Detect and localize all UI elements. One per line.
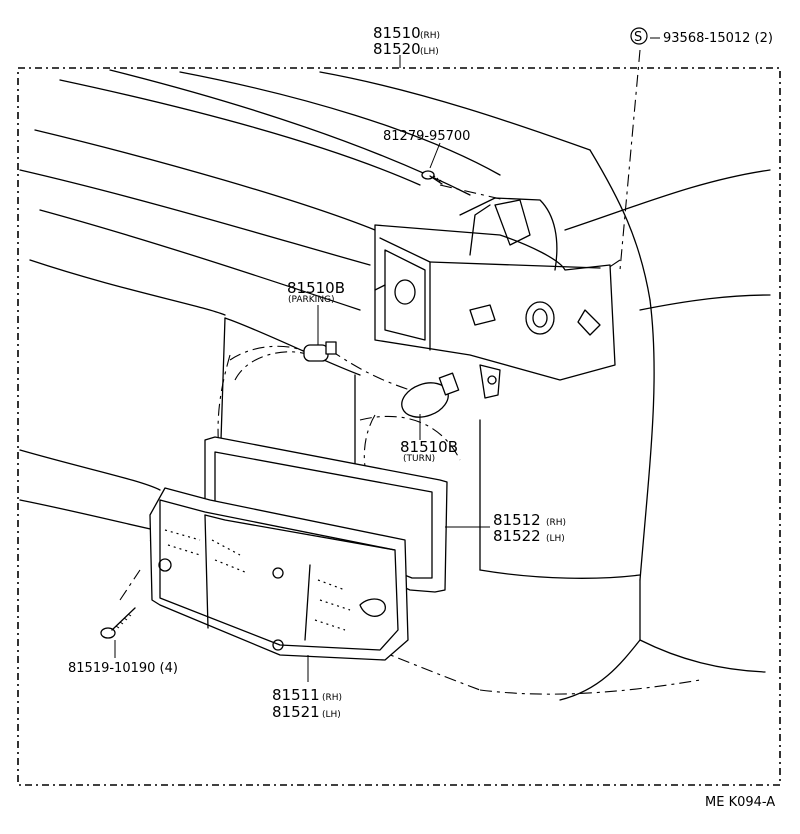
- lens-side-lh: (LH): [322, 710, 341, 720]
- standard-part-circle-icon: [630, 27, 648, 45]
- lens-number-rh: 81511: [272, 686, 320, 704]
- assembly-number-lh: 81520: [373, 40, 421, 58]
- assembly-frame: [17, 67, 781, 786]
- screw-top-part-number: 81279-95700: [383, 129, 470, 144]
- headlamp-outline: [234, 351, 321, 381]
- screw-bottom-part-number: 81519-10190 (4): [68, 661, 178, 676]
- figure-code: ME K094-A: [705, 795, 775, 810]
- gasket-side-rh: (RH): [546, 518, 566, 528]
- turn-bulb-note: (TURN): [403, 454, 435, 464]
- lamp-housing: [374, 197, 616, 399]
- gasket-number-rh: 81512: [493, 511, 541, 529]
- gasket-side-lh: (LH): [546, 534, 565, 544]
- assembly-number-rh: 81510: [373, 24, 421, 42]
- assembly-side-rh: (RH): [420, 31, 440, 41]
- parking-bulb-part-number: 81510B: [287, 279, 345, 297]
- parking-bulb-note: (PARKING): [288, 295, 335, 305]
- turn-bulb-icon: [401, 372, 460, 418]
- turn-bulb-part-number: 81510B: [400, 438, 458, 456]
- lens-side-rh: (RH): [322, 693, 342, 703]
- screw-top-icon: [421, 170, 443, 185]
- lamp-lens: [149, 487, 409, 661]
- standard-part-mark: S: [634, 30, 642, 45]
- lens-number-lh: 81521: [272, 703, 320, 721]
- clip-part-number: 93568-15012 (2): [663, 31, 773, 46]
- assembly-side-lh: (LH): [420, 47, 439, 57]
- parking-bulb-icon: [303, 341, 337, 362]
- leader-screw-top: [429, 142, 441, 169]
- gasket-number-lh: 81522: [493, 527, 541, 545]
- screw-bottom-icon: [100, 607, 136, 639]
- vehicle-body-lines: [19, 69, 771, 701]
